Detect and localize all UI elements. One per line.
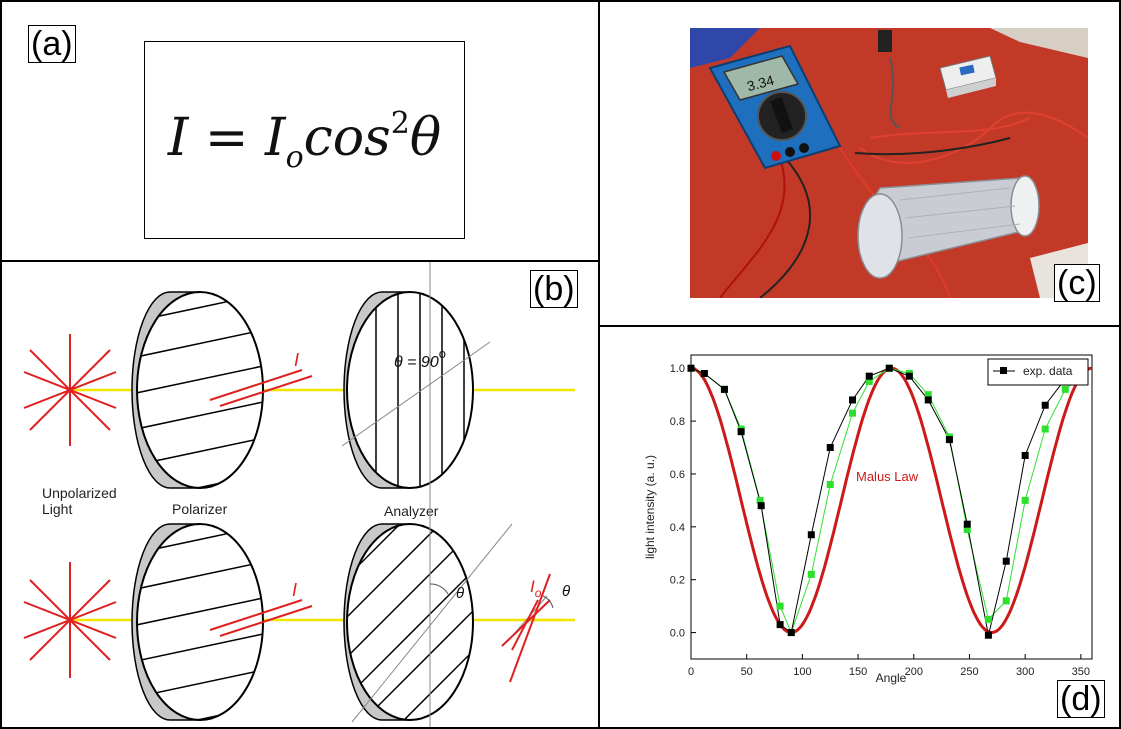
panel-b-tag: (b) [530, 270, 578, 308]
exp-data-point [687, 364, 695, 372]
top-intensity-label: I [294, 350, 299, 370]
y-tick-label: 0.2 [670, 575, 685, 587]
malus-law-annotation: Malus Law [856, 469, 919, 484]
exp-data-point [787, 629, 795, 637]
y-tick-label: 1.0 [670, 363, 685, 375]
exp-data-point [1041, 401, 1049, 409]
panel-a-tag: (a) [28, 25, 76, 63]
green-data-point [865, 377, 873, 385]
bottom-polarized-light [209, 599, 313, 637]
multimeter: 3.34 [708, 44, 842, 170]
output-intensity-label: Io [530, 577, 542, 600]
x-tick-label: 200 [905, 666, 923, 678]
y-tick-label: 0.6 [670, 469, 685, 481]
bottom-polarizer [131, 523, 264, 721]
theta-90-label: θ = 90o [394, 346, 446, 371]
bottom-unpolarized-star [23, 562, 117, 678]
green-data-point [776, 602, 784, 610]
plot-area [690, 354, 1093, 660]
exp-data-point [737, 428, 745, 436]
malus-formula: I = Iocos2θ [167, 105, 442, 175]
y-tick-label: 0.0 [670, 628, 685, 640]
unpolarized-label-1: Unpolarized [42, 485, 117, 501]
exp-data-point [1002, 557, 1010, 565]
exp-data-point [1021, 451, 1029, 459]
green-data-point [826, 481, 834, 489]
output-light [501, 573, 564, 683]
analyzer-label: Analyzer [384, 503, 439, 519]
exp-data-point [807, 531, 815, 539]
green-data-point [807, 570, 815, 578]
meter-reading: 3.34 [745, 72, 776, 95]
green-data-point [1041, 425, 1049, 433]
unpolarized-label-2: Light [42, 501, 72, 517]
legend-label: exp. data [1023, 364, 1073, 378]
formula-box: I = Iocos2θ [144, 41, 465, 239]
exp-data-point [963, 520, 971, 528]
foil-detector [857, 175, 1040, 279]
experiment-photo: 3.34 [690, 28, 1088, 298]
x-tick-label: 250 [960, 666, 978, 678]
bottom-theta-label: θ [456, 585, 464, 602]
x-tick-label: 100 [793, 666, 811, 678]
exp-data-point [924, 396, 932, 404]
exp-data-point [945, 436, 953, 444]
green-data-point [756, 496, 764, 504]
green-data-point [984, 615, 992, 623]
green-data-point [924, 391, 932, 399]
polarizer-label: Polarizer [172, 501, 228, 517]
bottom-intensity-label: I [292, 580, 297, 600]
legend: exp. data [987, 358, 1089, 386]
output-theta-label: θ [562, 583, 570, 600]
polarization-diagram: I θ = 90o Unpolarized Light Polarizer An… [23, 262, 575, 727]
exp-data-point [905, 372, 913, 380]
exp-data-point [865, 372, 873, 380]
exp-data-line [690, 367, 1085, 636]
exp-data-point [720, 385, 728, 393]
green-data-point [1021, 496, 1029, 504]
x-tick-label: 50 [741, 666, 753, 678]
exp-data-point [826, 444, 834, 452]
green-data-point [963, 525, 971, 533]
bottom-analyzer [343, 494, 513, 727]
exp-data-point [849, 396, 857, 404]
green-data-point [849, 409, 857, 417]
x-tick-label: 0 [688, 666, 694, 678]
y-tick-label: 0.8 [670, 416, 685, 428]
top-analyzer [341, 262, 491, 517]
top-polarizer [131, 291, 264, 489]
green-data-point [1002, 597, 1010, 605]
exp-data-point [700, 370, 708, 378]
exp-data-point [776, 621, 784, 629]
exp-data-point [885, 364, 893, 372]
green-data-point [1061, 385, 1069, 393]
x-tick-label: 350 [1072, 666, 1090, 678]
exp-data-point [984, 631, 992, 639]
panel-d-tag: (d) [1057, 680, 1105, 718]
y-tick-label: 0.4 [670, 522, 685, 534]
x-tick-label: 150 [849, 666, 867, 678]
panel-c-tag: (c) [1054, 264, 1100, 302]
top-polarized-light [209, 369, 313, 407]
legend-marker [1000, 367, 1007, 374]
x-tick-label: 300 [1016, 666, 1034, 678]
x-axis-label: Angle [876, 671, 907, 685]
battery-box [939, 55, 997, 98]
top-unpolarized-star [23, 334, 117, 446]
y-axis-label: light intensity (a. u.) [643, 455, 657, 559]
exp-data-point [757, 502, 765, 510]
